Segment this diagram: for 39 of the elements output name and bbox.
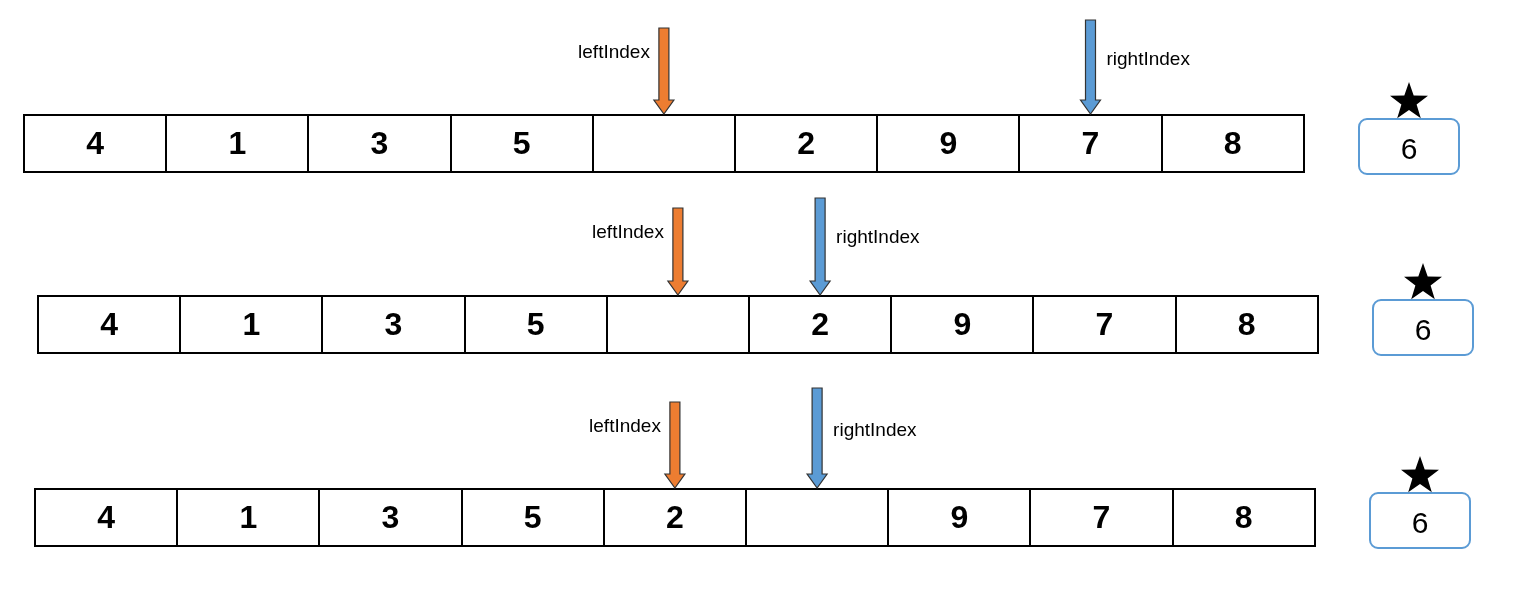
array-cell: 7	[1032, 295, 1177, 354]
array-cell: 2	[602, 488, 747, 547]
edge-label: leftIndex	[591, 221, 664, 243]
array-cell: 1	[165, 114, 310, 173]
array-cell	[745, 488, 890, 547]
array-cell: 4	[23, 114, 168, 173]
pivot-box: 6	[1372, 299, 1474, 356]
array-cell: 2	[748, 295, 893, 354]
arrow	[666, 207, 690, 297]
array-cell: 8	[1174, 295, 1319, 354]
array-cell: 4	[37, 295, 182, 354]
edge-label: leftIndex	[577, 41, 650, 63]
pivot-box: 6	[1358, 118, 1460, 175]
arrow	[663, 401, 687, 490]
array-cell: 1	[179, 295, 324, 354]
arrow	[805, 387, 829, 490]
array-cell: 8	[1171, 488, 1316, 547]
array-cell: 3	[321, 295, 466, 354]
array-cell: 9	[876, 114, 1021, 173]
array-cell: 7	[1018, 114, 1163, 173]
array-cell: 9	[887, 488, 1032, 547]
array-cell: 5	[463, 295, 608, 354]
array-cell: 7	[1029, 488, 1174, 547]
array-cell: 8	[1160, 114, 1305, 173]
pivot-box: 6	[1369, 492, 1471, 549]
arrow	[652, 27, 676, 116]
array-cell: 3	[318, 488, 463, 547]
array-cell: 4	[34, 488, 179, 547]
array-cell: 5	[449, 114, 594, 173]
array-cell: 3	[307, 114, 452, 173]
array-cell: 1	[176, 488, 321, 547]
array-cell	[605, 295, 750, 354]
array-cell: 2	[734, 114, 879, 173]
arrow	[1079, 19, 1102, 116]
array-cell	[591, 114, 736, 173]
arrow	[808, 197, 832, 297]
array-cell: 5	[460, 488, 605, 547]
array-cell: 9	[890, 295, 1035, 354]
edge-label: leftIndex	[588, 415, 661, 437]
